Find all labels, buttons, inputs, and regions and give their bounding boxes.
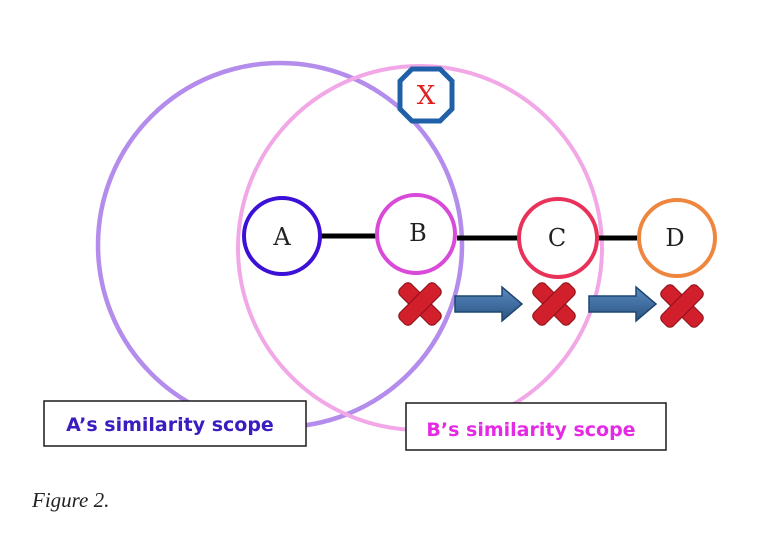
cross-icon bbox=[398, 282, 442, 326]
scope-b-label: B’s similarity scope bbox=[426, 419, 635, 441]
figure-caption: Figure 2. bbox=[32, 488, 110, 512]
node-d-label: D bbox=[665, 224, 684, 252]
node-a-label: A bbox=[272, 223, 291, 251]
node-b-label: B bbox=[409, 219, 427, 247]
node-x-label: X bbox=[417, 81, 436, 111]
node-a: A bbox=[242, 196, 322, 276]
node-d: D bbox=[637, 198, 717, 278]
node-c-label: C bbox=[548, 224, 566, 252]
node-a-circle bbox=[242, 196, 322, 276]
node-b: B bbox=[375, 193, 457, 275]
cross-icon bbox=[660, 284, 704, 328]
scope-b-label-box: B’s similarity scope bbox=[405, 402, 667, 451]
scope-a-label-box: A’s similarity scope bbox=[43, 400, 307, 447]
node-b-circle bbox=[375, 193, 457, 275]
arrow-right-icon bbox=[454, 285, 524, 323]
scope-a-label: A’s similarity scope bbox=[66, 414, 274, 436]
cross-icon bbox=[532, 282, 576, 326]
node-d-circle bbox=[637, 198, 717, 278]
arrow-right-icon bbox=[588, 285, 658, 323]
node-c: C bbox=[517, 197, 599, 279]
node-x-octagon bbox=[397, 66, 455, 124]
node-x: X bbox=[397, 66, 455, 124]
node-c-circle bbox=[517, 197, 599, 279]
